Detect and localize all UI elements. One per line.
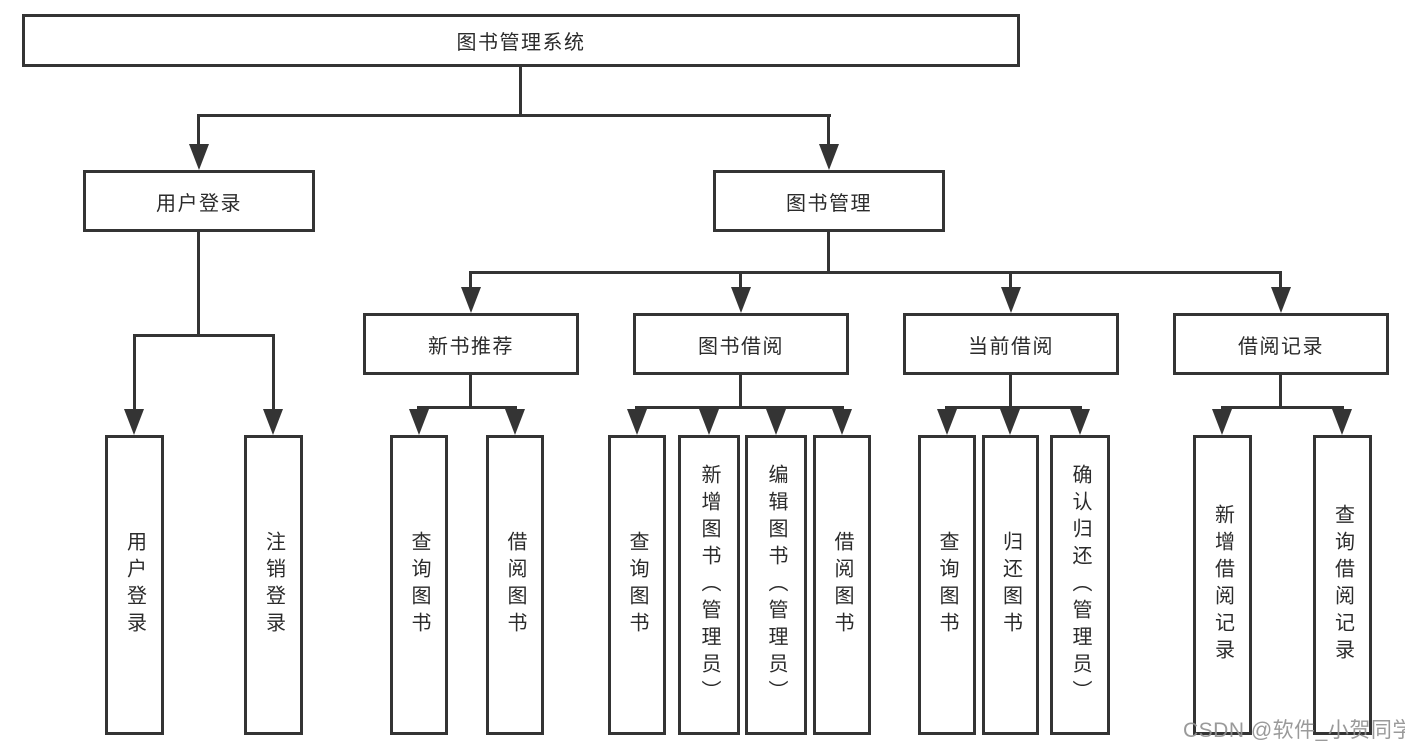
watermark-text: CSDN @软件_小贺同学 — [1183, 719, 1405, 742]
leaf-borrow-query: 查询图书 — [608, 435, 666, 735]
leaf-logout: 注销登录 — [244, 435, 303, 735]
leaf-current-confirm-label: 确认归还（管理员） — [1069, 463, 1091, 707]
connector-line — [469, 375, 472, 408]
leaf-records-query-label: 查询借阅记录 — [1331, 504, 1354, 666]
leaf-user-login-label: 用户登录 — [123, 531, 146, 639]
node-book-borrow: 图书借阅 — [633, 313, 849, 375]
node-user-login-label: 用户登录 — [156, 192, 242, 215]
arrow-down-icon — [699, 409, 719, 435]
node-root: 图书管理系统 — [22, 14, 1020, 67]
connector-line — [417, 406, 517, 409]
connector-line — [197, 114, 831, 117]
node-user-login: 用户登录 — [83, 170, 315, 232]
node-current-borrow-label: 当前借阅 — [968, 335, 1054, 358]
leaf-logout-label: 注销登录 — [262, 531, 285, 639]
leaf-records-query: 查询借阅记录 — [1313, 435, 1372, 735]
connector-line — [827, 114, 830, 146]
leaf-current-return-label: 归还图书 — [999, 531, 1022, 639]
node-borrow-records: 借阅记录 — [1173, 313, 1389, 375]
connector-line — [197, 232, 200, 336]
leaf-current-query-label: 查询图书 — [936, 531, 958, 639]
node-new-books-label: 新书推荐 — [428, 335, 514, 358]
arrow-down-icon — [1070, 409, 1090, 435]
arrow-down-icon — [937, 409, 957, 435]
arrow-down-icon — [1212, 409, 1232, 435]
arrow-down-icon — [819, 144, 839, 170]
connector-line — [1279, 375, 1282, 408]
leaf-newbooks-borrow-label: 借阅图书 — [504, 531, 526, 639]
connector-line — [519, 67, 522, 116]
leaf-newbooks-query: 查询图书 — [390, 435, 448, 735]
arrow-down-icon — [263, 409, 283, 435]
connector-line — [1009, 271, 1012, 289]
connector-line — [469, 271, 1282, 274]
connector-line — [272, 334, 275, 412]
leaf-records-add: 新增借阅记录 — [1193, 435, 1252, 735]
connector-line — [739, 375, 742, 408]
leaf-borrow-borrow-label: 借阅图书 — [831, 531, 853, 639]
node-borrow-records-label: 借阅记录 — [1238, 335, 1324, 358]
leaf-current-query: 查询图书 — [918, 435, 976, 735]
arrow-down-icon — [1332, 409, 1352, 435]
connector-line — [1009, 375, 1012, 408]
node-book-mgmt-label: 图书管理 — [786, 192, 872, 215]
arrow-down-icon — [1000, 409, 1020, 435]
leaf-current-confirm: 确认归还（管理员） — [1050, 435, 1110, 735]
leaf-borrow-edit: 编辑图书（管理员） — [745, 435, 807, 735]
arrow-down-icon — [461, 287, 481, 313]
node-root-label: 图书管理系统 — [456, 32, 586, 54]
leaf-newbooks-borrow: 借阅图书 — [486, 435, 544, 735]
leaf-records-add-label: 新增借阅记录 — [1211, 504, 1234, 666]
connector-line — [469, 271, 472, 289]
arrow-down-icon — [189, 144, 209, 170]
connector-line — [1221, 406, 1344, 409]
node-book-mgmt: 图书管理 — [713, 170, 945, 232]
leaf-borrow-add-label: 新增图书（管理员） — [698, 463, 720, 707]
arrow-down-icon — [766, 409, 786, 435]
connector-line — [635, 406, 844, 409]
arrow-down-icon — [1271, 287, 1291, 313]
node-current-borrow: 当前借阅 — [903, 313, 1119, 375]
leaf-borrow-borrow: 借阅图书 — [813, 435, 871, 735]
leaf-user-login: 用户登录 — [105, 435, 164, 735]
leaf-borrow-add: 新增图书（管理员） — [678, 435, 740, 735]
connector-line — [133, 334, 136, 412]
arrow-down-icon — [731, 287, 751, 313]
arrow-down-icon — [627, 409, 647, 435]
arrow-down-icon — [409, 409, 429, 435]
leaf-borrow-edit-label: 编辑图书（管理员） — [765, 463, 787, 707]
leaf-newbooks-query-label: 查询图书 — [408, 531, 430, 639]
connector-line — [133, 334, 275, 337]
connector-line — [1279, 271, 1282, 289]
leaf-borrow-query-label: 查询图书 — [626, 531, 648, 639]
node-new-books: 新书推荐 — [363, 313, 579, 375]
connector-line — [739, 271, 742, 289]
node-book-borrow-label: 图书借阅 — [698, 335, 784, 358]
arrow-down-icon — [505, 409, 525, 435]
connector-line — [827, 232, 830, 273]
connector-line — [945, 406, 1082, 409]
arrow-down-icon — [124, 409, 144, 435]
arrow-down-icon — [1001, 287, 1021, 313]
connector-line — [197, 114, 200, 146]
leaf-current-return: 归还图书 — [982, 435, 1039, 735]
arrow-down-icon — [832, 409, 852, 435]
